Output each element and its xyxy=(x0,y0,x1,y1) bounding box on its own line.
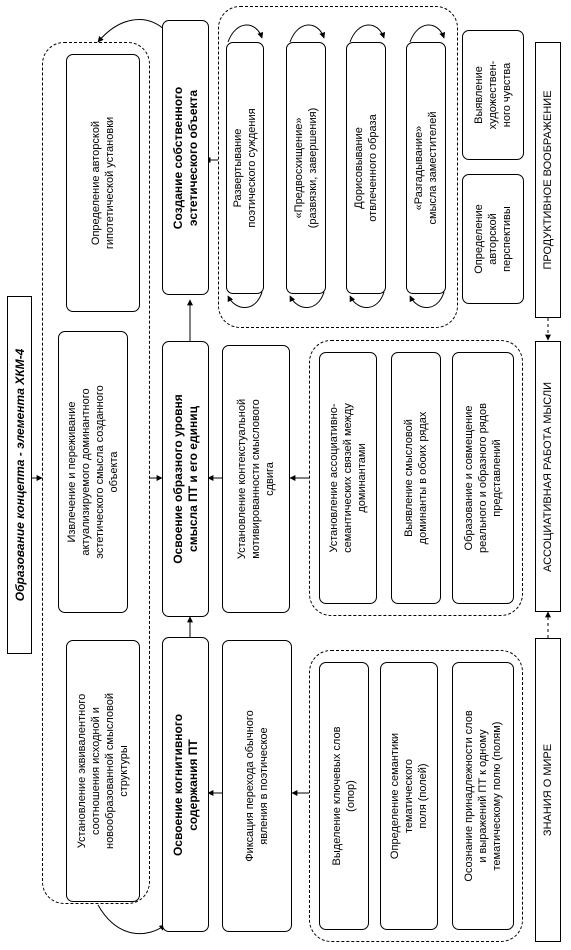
bot-item-1: Выделение ключевых слов (опор) xyxy=(319,662,369,930)
curve-left-to-stage1-bottom xyxy=(97,904,166,935)
productive-imagination-box: ПРОДУКТИВНОЕ ВООБРАЖЕНИЕ xyxy=(535,42,561,318)
mid-item-1: Установление ассоциативно- семантических… xyxy=(319,352,377,604)
left-group xyxy=(42,42,150,904)
associative-thinking-box: АССОЦИАТИВНАЯ РАБОТА МЫСЛИ xyxy=(535,341,561,612)
perspective-box: Определение авторской перспективы xyxy=(462,174,524,304)
stage-1-box: Освоение когнитивного содержания ПТ xyxy=(162,637,209,932)
top-item-3: Дорисовывание отвлеченного образа xyxy=(346,42,386,294)
curve-stage3-to-left-top xyxy=(97,19,166,43)
mid-item-2: Выявление смысловой доминанты в обоих ря… xyxy=(391,352,441,604)
stage-3-box: Создание собственного эстетического объе… xyxy=(162,20,209,295)
left-item-2: Извлечение и переживание актуализируемог… xyxy=(58,331,128,613)
top-item-2: «Предвосхищение» (развязки, завершения) xyxy=(286,42,326,294)
bot-item-2: Определение семантики тематического поля… xyxy=(380,662,438,930)
feeling-box: Выявление художествен- ного чувства xyxy=(462,30,524,160)
left-item-1: Определение авторской гипотетической уст… xyxy=(66,54,140,312)
middle-group xyxy=(309,340,523,616)
concept-title: Образование концепта - элемента ХКМ-4 xyxy=(12,348,27,602)
bot-item-3: Осознание принадлежности слов и выражени… xyxy=(452,662,514,930)
context-box: Установление контекстуальной мотивирован… xyxy=(222,345,290,613)
world-knowledge-box: ЗНАНИЯ О МИРЕ xyxy=(535,638,561,942)
stage-2-box: Освоение образного уровня смысла ПТ и ег… xyxy=(162,341,209,617)
bottom-group xyxy=(309,650,523,942)
top-group xyxy=(218,6,458,328)
top-item-4: «Разгадывание» смысла заместителей xyxy=(406,42,446,294)
mid-item-3: Образование и совмещение реального и обр… xyxy=(452,352,514,604)
left-item-3: Установление эквивалентного соотношения … xyxy=(66,640,140,902)
title-box: Образование концепта - элемента ХКМ-4 xyxy=(7,296,32,654)
top-item-1: Развертывание поэтического суждения xyxy=(226,42,264,294)
fix-box: Фиксация перехода обычного явления в поэ… xyxy=(222,640,292,932)
